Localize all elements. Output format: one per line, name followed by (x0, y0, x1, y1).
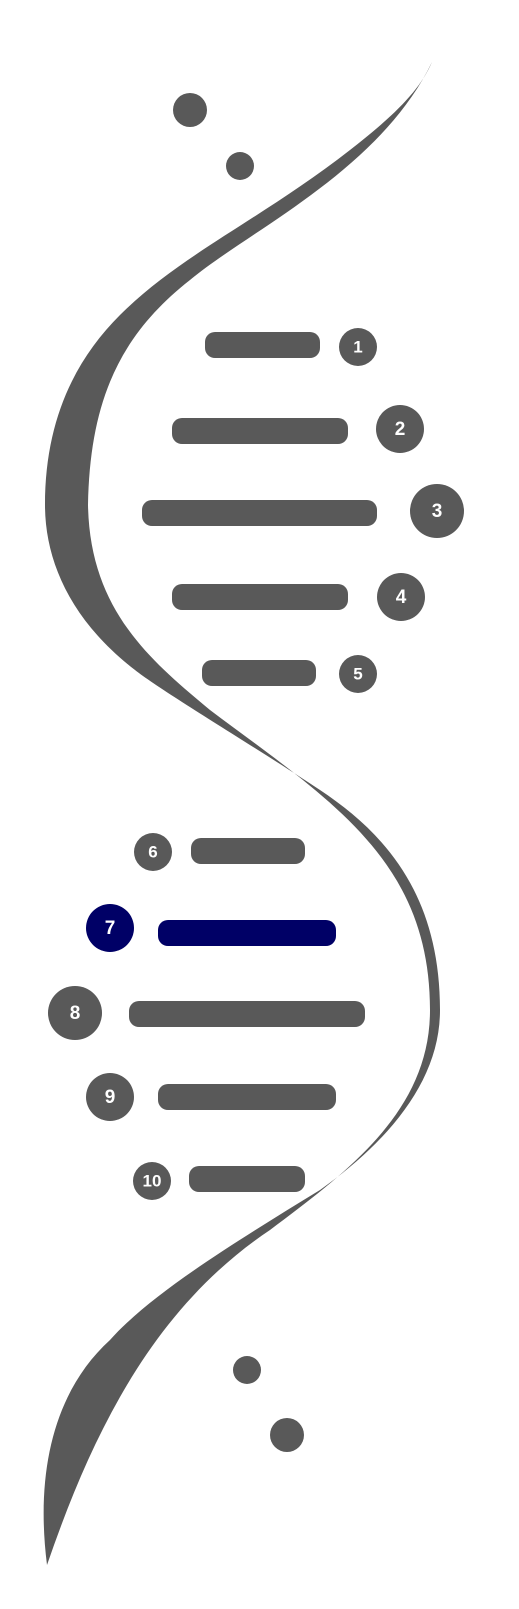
step-number: 4 (396, 587, 407, 608)
rung-bar (191, 838, 305, 864)
rung-bar (189, 1166, 305, 1192)
rung-bar (129, 1001, 365, 1027)
step-badge (133, 1162, 171, 1200)
step-number: 1 (353, 337, 362, 356)
step-badge (339, 328, 377, 366)
helix-strand (43, 62, 440, 1565)
step-badge (376, 405, 424, 453)
rung-bar (142, 500, 377, 526)
step-badge-highlighted (86, 904, 134, 952)
step-badge (48, 986, 102, 1040)
step-badge (377, 573, 425, 621)
rungs-layer: 1 2 3 4 5 6 7 8 9 10 (48, 328, 464, 1200)
step-number: 9 (105, 1087, 116, 1108)
rung-bar (172, 584, 348, 610)
step-badge (134, 833, 172, 871)
step-number: 7 (105, 918, 116, 939)
step-number: 5 (353, 664, 362, 683)
step-badge (339, 655, 377, 693)
rung-bar (158, 1084, 336, 1110)
step-badge (86, 1073, 134, 1121)
decorative-dot (270, 1418, 304, 1452)
step-number: 6 (148, 842, 157, 861)
rung-bar (202, 660, 316, 686)
rung-bar (172, 418, 348, 444)
decorative-dot (233, 1356, 261, 1384)
step-number: 8 (70, 1003, 81, 1024)
step-number: 2 (395, 419, 406, 440)
rung-bar-highlighted (158, 920, 336, 946)
step-number: 10 (143, 1171, 162, 1190)
step-number: 3 (432, 501, 443, 522)
step-badge (410, 484, 464, 538)
decorative-dot (226, 152, 254, 180)
decorative-dot (173, 93, 207, 127)
rung-bar (205, 332, 320, 358)
